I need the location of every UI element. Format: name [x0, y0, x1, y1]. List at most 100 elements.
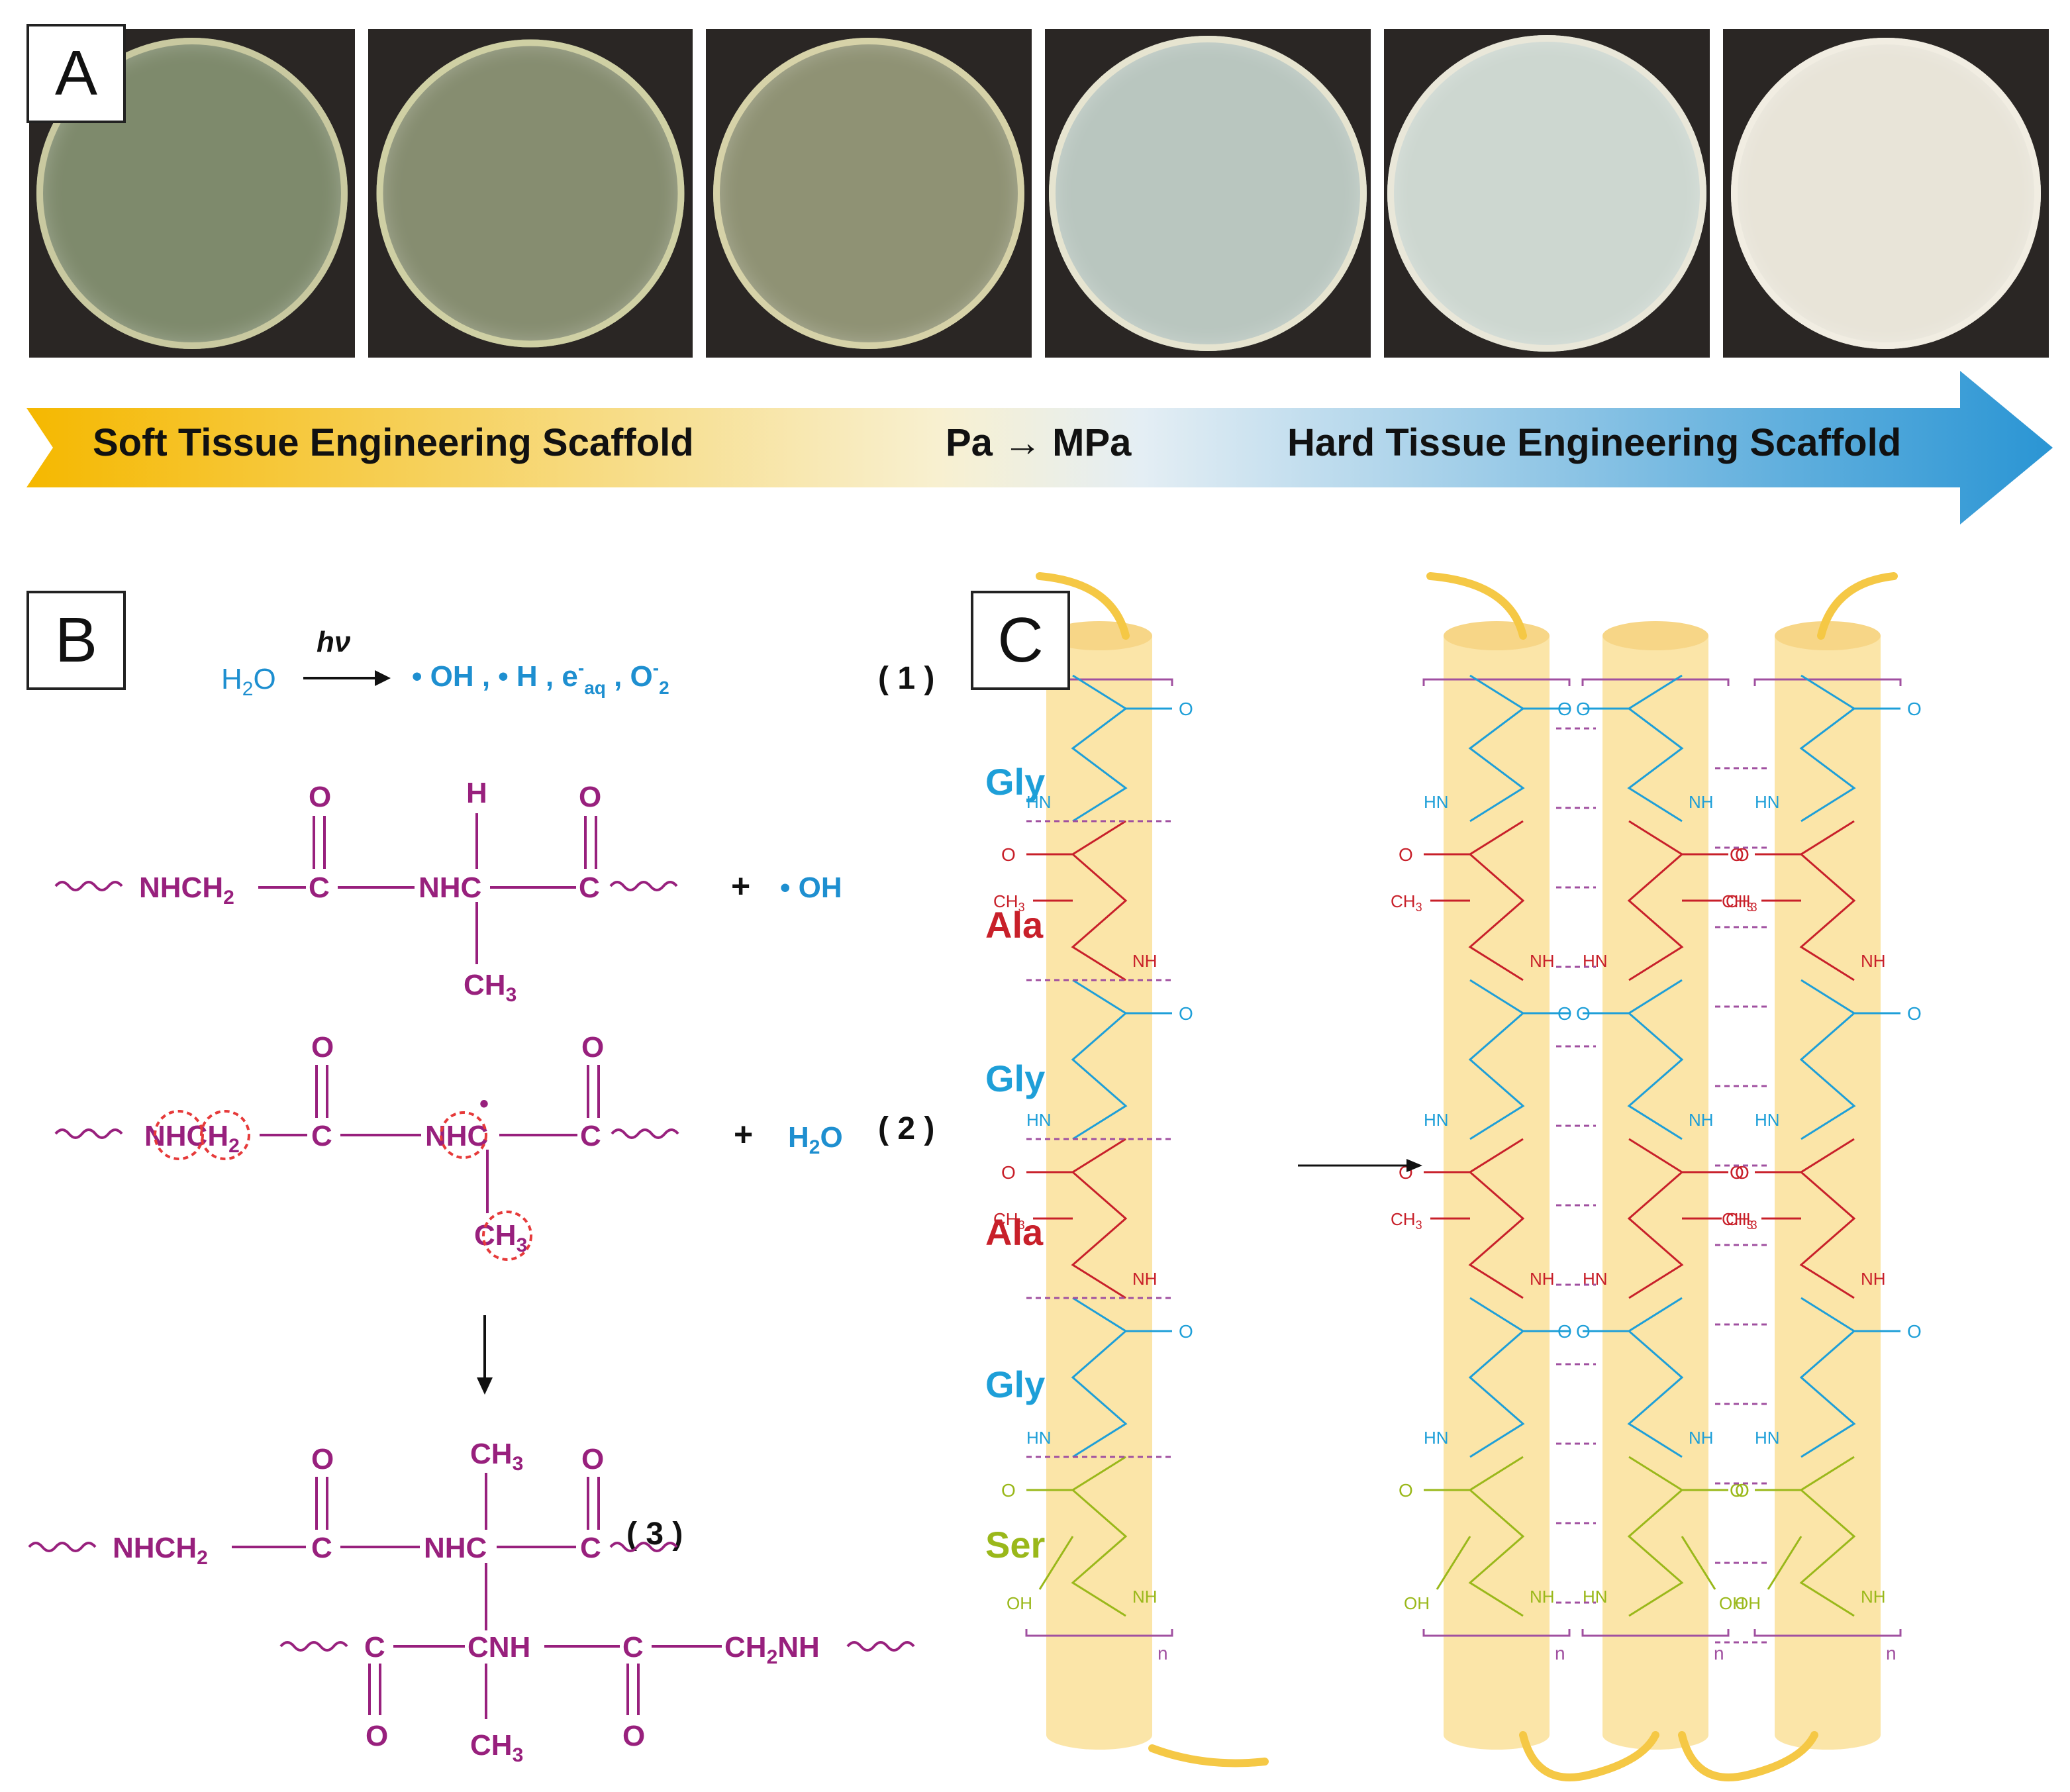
eq2-number: ( 2 )	[878, 1111, 934, 1146]
backbone-2-3	[1468, 1138, 1525, 1299]
scaffold-photo-5	[1384, 29, 1710, 358]
h-abstraction-mark-2	[200, 1110, 250, 1160]
amide-nh-4-1: NH	[1861, 951, 1886, 971]
residue-label-4: Ala	[985, 1211, 1044, 1253]
chain3-c-left: C	[311, 1532, 332, 1564]
stiffness-arrow	[26, 371, 2053, 524]
carbonyl-o-1-3: O	[1001, 1162, 1016, 1183]
backbone-4-5	[1799, 1456, 1856, 1617]
residue-label-2: Ala	[985, 904, 1044, 946]
repeat-n-1: n	[1158, 1643, 1168, 1664]
eq1-arrow-head	[375, 670, 391, 686]
amide-nh-3-0: NH	[1689, 792, 1714, 812]
chain3-lower-c-right: C	[622, 1631, 644, 1664]
strand-top-left	[1036, 572, 1130, 640]
reaction-scheme: H2O hν • OH , • H , e-aq , O-2 ( 1 ) NHC…	[28, 626, 934, 1766]
methyl-2-1: CH3	[1391, 891, 1422, 914]
chain1-nhch2: NHCH2	[139, 871, 234, 909]
repeat-bracket-top-4	[1753, 678, 1902, 686]
carbonyl-o-3-3: O	[1735, 1162, 1750, 1183]
amide-nh-1-3: NH	[1132, 1269, 1158, 1289]
chain3-wavy-left	[28, 1542, 97, 1552]
hydroxyl-bond-4-5	[1767, 1536, 1802, 1590]
backbone-1-5	[1071, 1456, 1128, 1617]
carbonyl-o-3-1: O	[1735, 844, 1750, 865]
backbone-4-3	[1799, 1138, 1856, 1299]
eq1-condition: hν	[317, 626, 351, 658]
chain1-wavy-right	[609, 881, 678, 891]
silk-fibroin-crosslink-diagram: nOHNONHCH3OHNONHCH3OHNONHOHnOHNONHCH3OHN…	[985, 572, 1922, 1781]
glycine-alanine-chain: NHCH2 C NHC C O O H CH3 + • OH	[54, 777, 842, 1006]
carbonyl-o-2-5: O	[1399, 1480, 1413, 1501]
helix-cylinder-cap-top-2	[1444, 621, 1550, 650]
chain3-wavy-right	[609, 1542, 678, 1552]
chain3-cnh: CNH	[468, 1631, 530, 1664]
loop-bottom-2	[1678, 1731, 1818, 1781]
chain2-o-right: O	[581, 1031, 604, 1064]
chain1-hydroxyl-radical: • OH	[780, 871, 842, 904]
chain3-o-lower-left: O	[366, 1720, 388, 1752]
amide-nh-3-4: NH	[1689, 1428, 1714, 1448]
repeat-n-3: n	[1714, 1643, 1724, 1664]
carbonyl-o-3-0: O	[1557, 699, 1572, 719]
backbone-3-4	[1627, 1297, 1684, 1458]
backbone-3-2	[1627, 979, 1684, 1140]
radical-chain: NHCH2 C NHC • C O O CH3 + H2O ( 2 )	[54, 1031, 934, 1261]
backbone-2-0	[1468, 674, 1525, 822]
carbonyl-o-3-2: O	[1557, 1003, 1572, 1024]
scaffold-disc-3	[713, 38, 1024, 349]
panel-label-a: A	[26, 24, 126, 123]
hydroxyl-4-5: OH	[1735, 1593, 1761, 1613]
strand-top-right-2	[1817, 572, 1898, 640]
conformation-arrow-head	[1406, 1159, 1422, 1172]
panel-label-b: B	[26, 591, 126, 690]
chain2-c-right: C	[580, 1120, 601, 1152]
chain3-ch3-bottom: CH3	[470, 1729, 523, 1766]
carbonyl-o-1-0: O	[1179, 699, 1193, 719]
scaffold-disc-6	[1731, 38, 2041, 349]
chain3-ch3-top: CH3	[470, 1438, 523, 1475]
chain3-lower-wavy-left	[279, 1641, 348, 1652]
scaffold-photo-3	[706, 29, 1032, 358]
helix-cylinder-body-2	[1444, 636, 1550, 1735]
chain2-wavy-right	[611, 1128, 679, 1139]
helix-cylinder-cap-bottom-2	[1444, 1720, 1550, 1750]
scaffold-rim-6	[1731, 38, 2041, 349]
scaffold-disc-2	[376, 39, 685, 348]
amide-nh-2-2: HN	[1424, 1110, 1449, 1130]
panel-label-a-text: A	[54, 38, 98, 109]
chain1-plus: +	[731, 868, 750, 905]
chain1-wavy-left	[54, 881, 123, 891]
chain3-nhch2: NHCH2	[113, 1532, 208, 1569]
chain2-nhch2: NHCH2	[144, 1120, 240, 1157]
crosslink-arrow-head	[477, 1377, 493, 1395]
chain1-c-left: C	[309, 871, 330, 904]
hydroxyl-1-5: OH	[1007, 1593, 1032, 1613]
helix-cylinder-cap-top-4	[1775, 621, 1881, 650]
residue-label-6: Ser	[985, 1524, 1045, 1566]
backbone-4-0	[1799, 674, 1856, 822]
scaffold-rim-4	[1049, 36, 1367, 351]
backbone-1-3	[1071, 1138, 1128, 1299]
amide-nh-1-5: NH	[1132, 1587, 1158, 1607]
carbonyl-o-1-4: O	[1179, 1321, 1193, 1342]
carbonyl-o-1-2: O	[1179, 1003, 1193, 1024]
peptide-chains: nOHNONHCH3OHNONHCH3OHNONHOHnOHNONHCH3OHN…	[993, 674, 1922, 1664]
eq1-number: ( 1 )	[878, 661, 934, 696]
repeat-bracket-top-3	[1581, 678, 1730, 686]
chain2-water: H2O	[788, 1121, 843, 1158]
amide-nh-2-0: HN	[1424, 792, 1449, 812]
amide-nh-1-0: HN	[1026, 792, 1052, 812]
amide-nh-4-4: HN	[1755, 1428, 1780, 1448]
scaffold-disc-4	[1049, 36, 1367, 351]
amide-nh-3-2: NH	[1689, 1110, 1714, 1130]
backbone-4-1	[1799, 820, 1856, 981]
hydroxyl-bond-2-5	[1436, 1536, 1471, 1590]
backbone-3-3	[1627, 1138, 1684, 1299]
hydroxyl-bond-3-5	[1681, 1536, 1716, 1590]
backbone-3-5	[1627, 1456, 1684, 1617]
backbone-1-1	[1071, 820, 1128, 981]
residue-label-5: Gly	[985, 1364, 1045, 1405]
backbone-2-5	[1468, 1456, 1525, 1617]
helix-cylinder-body-1	[1046, 636, 1152, 1735]
